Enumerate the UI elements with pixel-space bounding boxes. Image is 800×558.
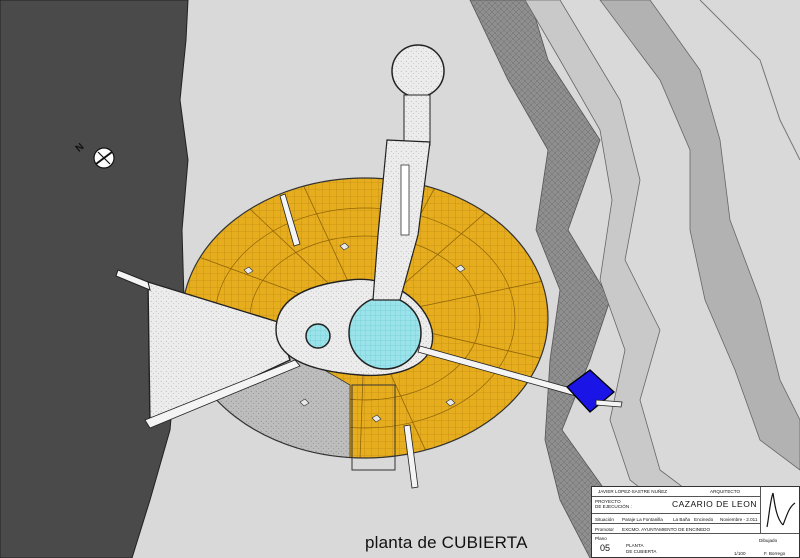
tb-plan-name-1: PLANTA [626,543,644,548]
tb-project-row: PROYECTO DE EJECUCIÓN : CAZARIO DE LEON [592,496,760,513]
tb-plan-label: Plano [595,536,607,541]
road-strip-right [524,0,761,558]
tb-location-row: Situación Paraje La Fontanilla La Baña E… [592,513,760,523]
tb-project: CAZARIO DE LEON [672,499,757,509]
road-edge [699,0,800,161]
pool-main [348,296,422,370]
tb-location-2: La Baña [673,517,691,522]
roof-step-cut [351,384,396,471]
plan-title: planta de CUBIERTA [365,533,528,552]
pool-small [305,323,331,349]
tb-role: ARQUITECTO [710,489,741,494]
tb-phase-2: DE EJECUCIÓN : [595,504,632,509]
walkway-slot [400,164,410,236]
tb-author: JAVIER LOPEZ-SASTRE NUÑEZ [598,489,668,494]
blue-pavilion-arm [595,399,623,408]
tower-circle [391,44,445,98]
plaza-ramp [144,359,301,429]
architect-signature [760,487,800,533]
tb-date: Noviembre - 2.011 [720,517,758,522]
tb-plan-name-2: DE CUBIERTA [626,549,657,554]
tb-client-row: Promotor EXCMO. AYUNTAMIENTO DE ENCINEDO [592,523,760,533]
signature-mark [766,492,796,528]
tb-client: EXCMO. AYUNTAMIENTO DE ENCINEDO [622,527,711,532]
tb-scale: 1/100 [734,551,746,556]
wall-left-upper [279,193,301,247]
tb-author-row: JAVIER LOPEZ-SASTRE NUÑEZ ARQUITECTO [592,487,760,496]
tb-plan-row: Plano 05 PLANTA DE CUBIERTA 1/100 Dibuja… [592,533,799,558]
tb-client-label: Promotor [595,527,614,532]
tb-plan-number: 05 [600,543,611,553]
tb-location-label: Situación [595,517,614,522]
road-strip-far [599,0,800,471]
tb-drawn-label: Dibujado [759,538,778,543]
tb-drawn-by: F. Borrego [764,551,786,556]
road-strip-outer [469,0,641,558]
north-arrow-icon [93,147,115,169]
triangular-plaza [147,281,291,427]
tb-location-1: Paraje La Fontanilla [622,517,663,522]
tb-location-3: Encinedo [694,517,714,522]
tb-phase-1: PROYECTO [595,499,621,504]
title-block: JAVIER LOPEZ-SASTRE NUÑEZ ARQUITECTO PRO… [591,486,800,558]
roof-vent-icons [243,242,466,423]
tower-neck [403,94,431,146]
wall-lower-slab [403,424,419,489]
plaza-pier [115,269,151,291]
